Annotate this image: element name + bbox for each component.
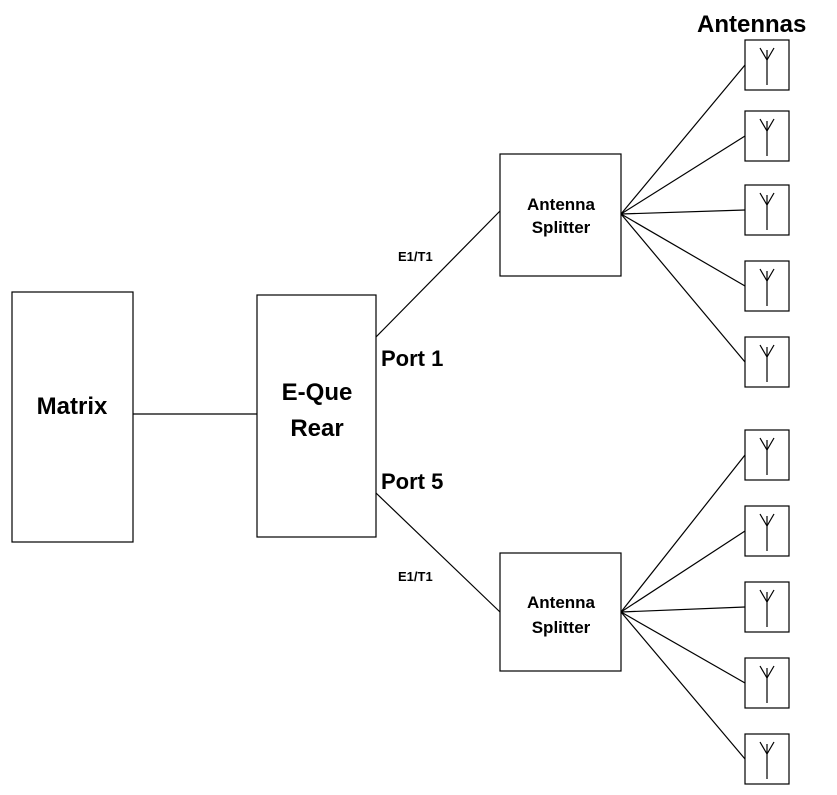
splitter-2-line2: Splitter [532,618,591,637]
antenna-group-2 [620,429,790,785]
eque-label-line2: Rear [290,415,343,442]
eque-label-line1: E-Que [282,379,353,406]
port-1-label: Port 1 [381,346,443,371]
port-5-label: Port 5 [381,469,443,494]
antenna-icon [759,344,775,382]
antenna-icon [759,437,775,475]
matrix-label: Matrix [37,393,108,420]
antenna-icon [759,192,775,230]
splitter-2-antenna-4-wire [620,611,746,684]
splitter-2-antenna-5-wire [620,611,746,760]
eque-rear-box [256,294,377,538]
antenna-icon [759,118,775,156]
splitter-1-antenna-2-wire [620,135,746,215]
port-1-link-label: E1/T1 [398,249,433,264]
splitter-1-antenna-1-wire [620,64,746,215]
antenna-splitter-2-box [499,552,622,672]
antenna-icon [759,741,775,779]
splitter-1-line2: Splitter [532,218,591,237]
splitter-2-antenna-1-wire [620,454,746,613]
antenna-icon [759,513,775,551]
antennas-title: Antennas [697,11,806,38]
antenna-icon [759,268,775,306]
matrix-box [11,291,134,543]
splitter-2-antenna-3-wire [620,606,746,613]
antenna-splitter-1-box [499,153,622,277]
splitter-1-antenna-4-wire [620,213,746,287]
port-5-link [375,492,501,613]
splitter-2-antenna-2-wire [620,530,746,613]
antenna-icon [759,47,775,85]
splitter-2-line1: Antenna [527,593,596,612]
splitter-1-antenna-5-wire [620,213,746,363]
antenna-icon [759,665,775,703]
antenna-group-1 [620,39,790,388]
splitter-1-antenna-3-wire [620,209,746,215]
splitter-1-line1: Antenna [527,195,596,214]
antenna-icon [759,589,775,627]
port-5-link-label: E1/T1 [398,569,433,584]
port-1-link [375,210,501,338]
